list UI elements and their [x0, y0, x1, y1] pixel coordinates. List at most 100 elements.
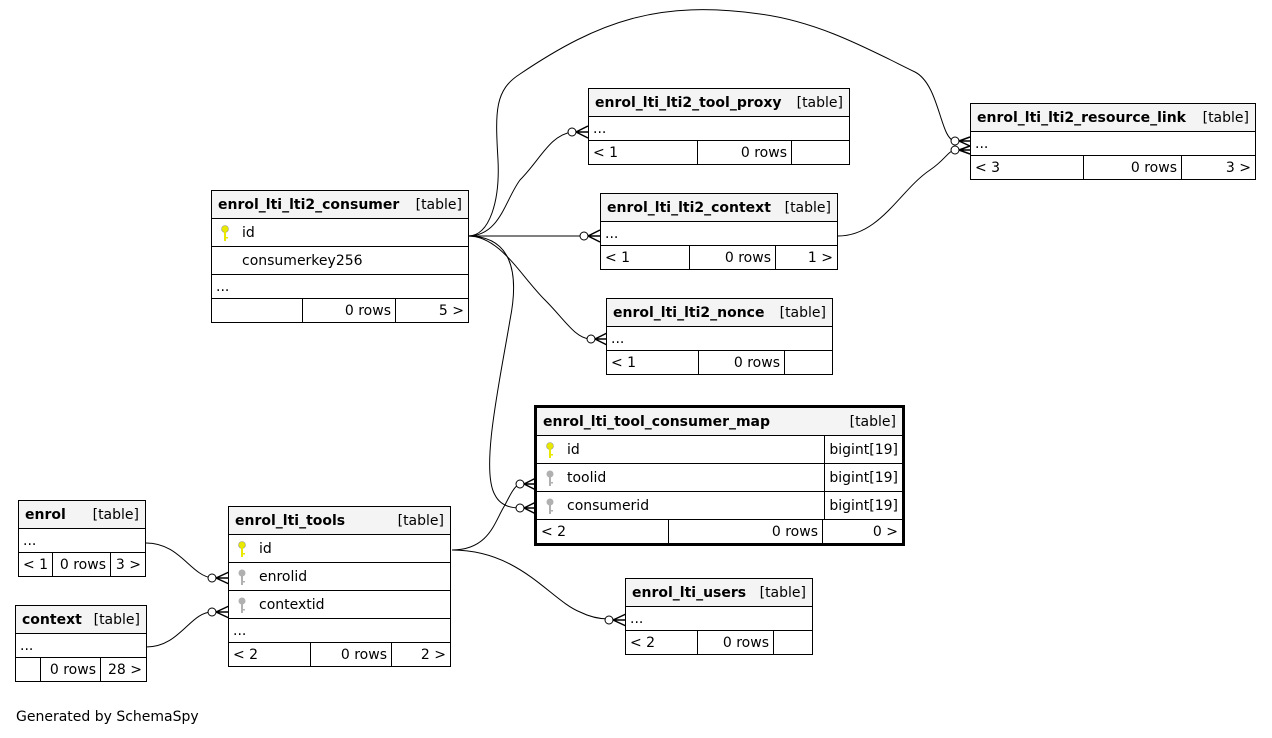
table-context[interactable]: context [table] ... 0 rows 28 >	[15, 605, 147, 682]
children-count[interactable]: 5 >	[438, 302, 464, 319]
row-count: 0 rows	[698, 141, 792, 164]
table-header[interactable]: enrol_lti_lti2_tool_proxy [table]	[589, 89, 849, 117]
parents-count[interactable]: < 1	[19, 553, 53, 576]
row-count: 0 rows	[1084, 156, 1182, 179]
table-header[interactable]: enrol_lti_lti2_context [table]	[601, 194, 837, 222]
table-type: [table]	[849, 413, 896, 430]
row-count: 0 rows	[53, 553, 111, 576]
column-name: consumerid	[567, 497, 650, 514]
table-header[interactable]: enrol [table]	[19, 501, 145, 529]
crowfoot	[215, 605, 230, 619]
column-name: enrolid	[259, 568, 308, 585]
table-enrol-lti-lti2-tool-proxy[interactable]: enrol_lti_lti2_tool_proxy [table] ... < …	[588, 88, 850, 165]
table-name: enrol_lti_lti2_tool_proxy	[595, 94, 782, 111]
more-columns: ...	[601, 222, 837, 246]
table-enrol-lti-lti2-resource-link[interactable]: enrol_lti_lti2_resource_link [table] ...…	[970, 103, 1256, 180]
table-header[interactable]: enrol_lti_lti2_resource_link [table]	[971, 104, 1255, 132]
table-enrol-lti-lti2-context[interactable]: enrol_lti_lti2_context [table] ... < 1 0…	[600, 193, 838, 270]
table-enrol-lti-tool-consumer-map[interactable]: enrol_lti_tool_consumer_map [table] id b…	[534, 405, 905, 546]
parents-count[interactable]: < 2	[626, 631, 698, 654]
children-count[interactable]: 3 >	[115, 556, 141, 573]
row-count: 0 rows	[698, 631, 774, 654]
edge-end-circle	[207, 607, 217, 617]
table-name: enrol_lti_tools	[235, 512, 346, 529]
table-enrol[interactable]: enrol [table] ... < 1 0 rows 3 >	[18, 500, 146, 577]
parents-count[interactable]: < 2	[229, 643, 311, 666]
edge-end-circle	[515, 479, 525, 489]
parents-count[interactable]: < 1	[589, 141, 698, 164]
table-name: enrol_lti_tool_consumer_map	[543, 413, 771, 430]
table-header[interactable]: enrol_lti_lti2_nonce [table]	[607, 299, 832, 327]
parents-count[interactable]: < 3	[971, 156, 1084, 179]
children-count[interactable]: 28 >	[108, 661, 142, 678]
edge-end-circle	[586, 334, 596, 344]
table-header[interactable]: enrol_lti_users [table]	[626, 579, 812, 607]
table-header[interactable]: context [table]	[16, 606, 146, 634]
generated-by-note: Generated by SchemaSpy	[16, 709, 199, 725]
table-footer: 0 rows 5 >	[212, 299, 468, 322]
table-header[interactable]: enrol_lti_tools [table]	[229, 507, 450, 535]
children-count[interactable]: 1 >	[807, 249, 833, 266]
row-count: 0 rows	[669, 520, 823, 543]
foreign-key-icon	[537, 469, 563, 487]
column-row: enrolid	[229, 563, 450, 591]
table-footer: < 1 0 rows	[607, 351, 832, 374]
children-count[interactable]	[785, 351, 832, 374]
more-columns: ...	[626, 607, 812, 631]
edge-end-circle	[567, 127, 577, 137]
crowfoot	[594, 332, 608, 346]
column-row: consumerkey256	[212, 247, 468, 275]
column-name: id	[567, 441, 580, 458]
edge-tools-users	[451, 549, 610, 620]
more-columns: ...	[971, 132, 1255, 156]
table-footer: < 1 0 rows 1 >	[601, 246, 837, 269]
column-name: consumerkey256	[242, 252, 363, 269]
primary-key-icon	[212, 224, 238, 242]
table-footer: < 2 0 rows 0 >	[537, 520, 902, 543]
children-count[interactable]: 0 >	[872, 523, 898, 540]
edge-consumer-map	[467, 235, 521, 509]
column-row: toolid bigint[19]	[537, 464, 902, 492]
row-count: 0 rows	[690, 246, 776, 269]
children-count[interactable]	[774, 631, 812, 654]
row-count: 0 rows	[303, 299, 396, 322]
parents-count[interactable]	[212, 299, 303, 322]
table-header[interactable]: enrol_lti_lti2_consumer [table]	[212, 191, 468, 219]
column-row: consumerid bigint[19]	[537, 492, 902, 520]
foreign-key-icon	[537, 497, 563, 515]
children-count[interactable]: 2 >	[420, 646, 446, 663]
table-enrol-lti-lti2-nonce[interactable]: enrol_lti_lti2_nonce [table] ... < 1 0 r…	[606, 298, 833, 375]
table-enrol-lti-users[interactable]: enrol_lti_users [table] ... < 2 0 rows	[625, 578, 813, 655]
more-columns: ...	[16, 634, 146, 658]
table-type: [table]	[779, 304, 826, 321]
crowfoot	[958, 145, 971, 155]
table-type: [table]	[92, 506, 139, 523]
table-enrol-lti-lti2-consumer[interactable]: enrol_lti_lti2_consumer [table] id consu…	[211, 190, 469, 323]
column-row: id	[212, 219, 468, 247]
table-enrol-lti-tools[interactable]: enrol_lti_tools [table] id enrolid conte…	[228, 506, 451, 667]
edge-enrol-tools	[145, 542, 213, 579]
parents-count[interactable]	[16, 658, 41, 681]
edge-consumer-tool-proxy	[467, 131, 573, 237]
table-type: [table]	[415, 196, 462, 213]
edge-consumer-nonce	[467, 235, 591, 340]
children-count[interactable]	[792, 141, 849, 164]
table-header[interactable]: enrol_lti_tool_consumer_map [table]	[537, 408, 902, 436]
table-name: enrol_lti_lti2_resource_link	[977, 109, 1186, 126]
column-type: bigint[19]	[824, 436, 902, 463]
children-count[interactable]: 3 >	[1225, 159, 1251, 176]
parents-count[interactable]: < 2	[537, 520, 669, 543]
parents-count[interactable]: < 1	[601, 246, 690, 269]
more-columns: ...	[607, 327, 832, 351]
column-row: contextid	[229, 591, 450, 619]
row-count: 0 rows	[41, 658, 101, 681]
edge-end-circle	[515, 503, 525, 513]
table-name: enrol_lti_users	[632, 584, 747, 601]
crowfoot	[575, 125, 589, 139]
table-type: [table]	[784, 199, 831, 216]
table-type: [table]	[93, 611, 140, 628]
edge-consumer-resource-link	[467, 9, 956, 237]
parents-count[interactable]: < 1	[607, 351, 699, 374]
table-footer: < 2 0 rows	[626, 631, 812, 654]
